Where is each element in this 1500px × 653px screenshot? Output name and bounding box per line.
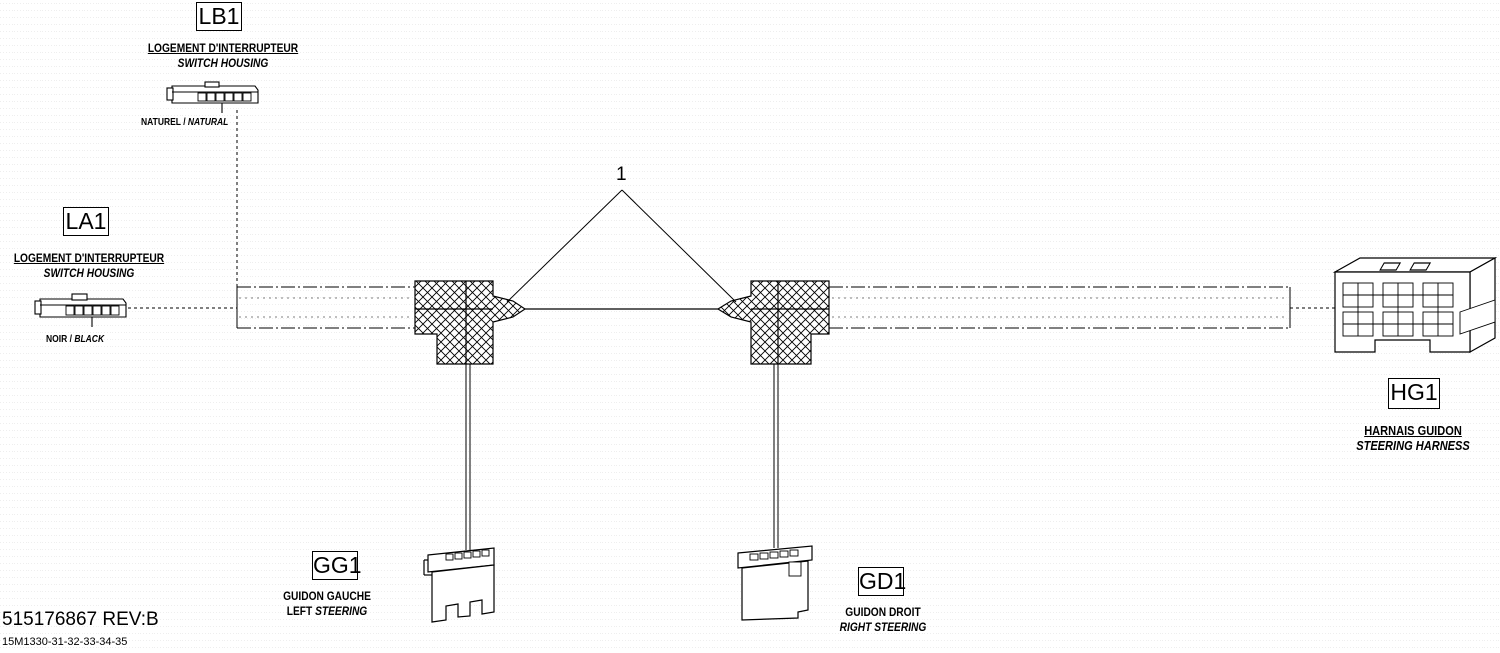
callout-number: 1 bbox=[616, 164, 627, 185]
gd1-branch-wire bbox=[773, 364, 779, 548]
lb1-name-en: SWITCH HOUSING bbox=[177, 56, 269, 70]
la1-name-fr: LOGEMENT D'INTERRUPTEUR bbox=[13, 251, 165, 265]
right-junction-splice bbox=[716, 280, 830, 365]
gg1-name-en-prefix: LEFT bbox=[286, 604, 313, 618]
la1-color: NOIR / BLACK bbox=[46, 334, 105, 345]
callout-leaders bbox=[506, 189, 737, 303]
gg1-name-en-italic: STEERING bbox=[315, 604, 368, 618]
hg1-connector bbox=[1332, 256, 1498, 354]
lb1-color-fr: NATUREL bbox=[141, 117, 181, 128]
part-number: 515176867 REV:B bbox=[2, 609, 159, 630]
la1-label: LOGEMENT D'INTERRUPTEUR SWITCH HOUSING bbox=[0, 251, 178, 281]
gg1-name-fr: GUIDON GAUCHE bbox=[283, 589, 371, 603]
gg1-branch-wire bbox=[465, 364, 471, 550]
lb1-name-fr: LOGEMENT D'INTERRUPTEUR bbox=[147, 41, 299, 55]
lb1-label: LOGEMENT D'INTERRUPTEUR SWITCH HOUSING bbox=[134, 41, 313, 71]
model-code: 15M1330-31-32-33-34-35 bbox=[2, 636, 128, 648]
lb1-color: NATUREL / NATURAL bbox=[141, 117, 229, 128]
gg1-name-en: LEFT STEERING bbox=[272, 604, 383, 619]
hg1-name-fr: HARNAIS GUIDON bbox=[1364, 423, 1462, 438]
lb1-connector bbox=[166, 81, 259, 113]
gd1-name-en: RIGHT STEERING bbox=[839, 620, 927, 634]
left-junction-splice bbox=[414, 280, 527, 365]
lb1-tag: LB1 bbox=[196, 2, 242, 31]
gd1-connector bbox=[737, 545, 813, 621]
la1-tag: LA1 bbox=[63, 207, 109, 236]
la1-color-en: BLACK bbox=[74, 334, 105, 345]
hg1-tag: HG1 bbox=[1388, 378, 1440, 409]
gg1-label: GUIDON GAUCHE LEFT STEERING bbox=[272, 589, 383, 619]
la1-color-fr: NOIR bbox=[46, 334, 68, 345]
hg1-name-en: STEERING HARNESS bbox=[1356, 438, 1470, 453]
gd1-label: GUIDON DROIT RIGHT STEERING bbox=[828, 605, 939, 635]
gg1-connector bbox=[423, 547, 495, 623]
la1-connector bbox=[34, 293, 127, 327]
gd1-tag: GD1 bbox=[858, 567, 907, 596]
la1-name-en: SWITCH HOUSING bbox=[43, 266, 135, 280]
gg1-tag: GG1 bbox=[312, 551, 362, 580]
gd1-name-fr: GUIDON DROIT bbox=[845, 605, 921, 619]
main-harness-sleeve bbox=[236, 286, 1291, 329]
lb1-color-en: NATURAL bbox=[187, 117, 229, 128]
hg1-label: HARNAIS GUIDON STEERING HARNESS bbox=[1349, 423, 1477, 453]
